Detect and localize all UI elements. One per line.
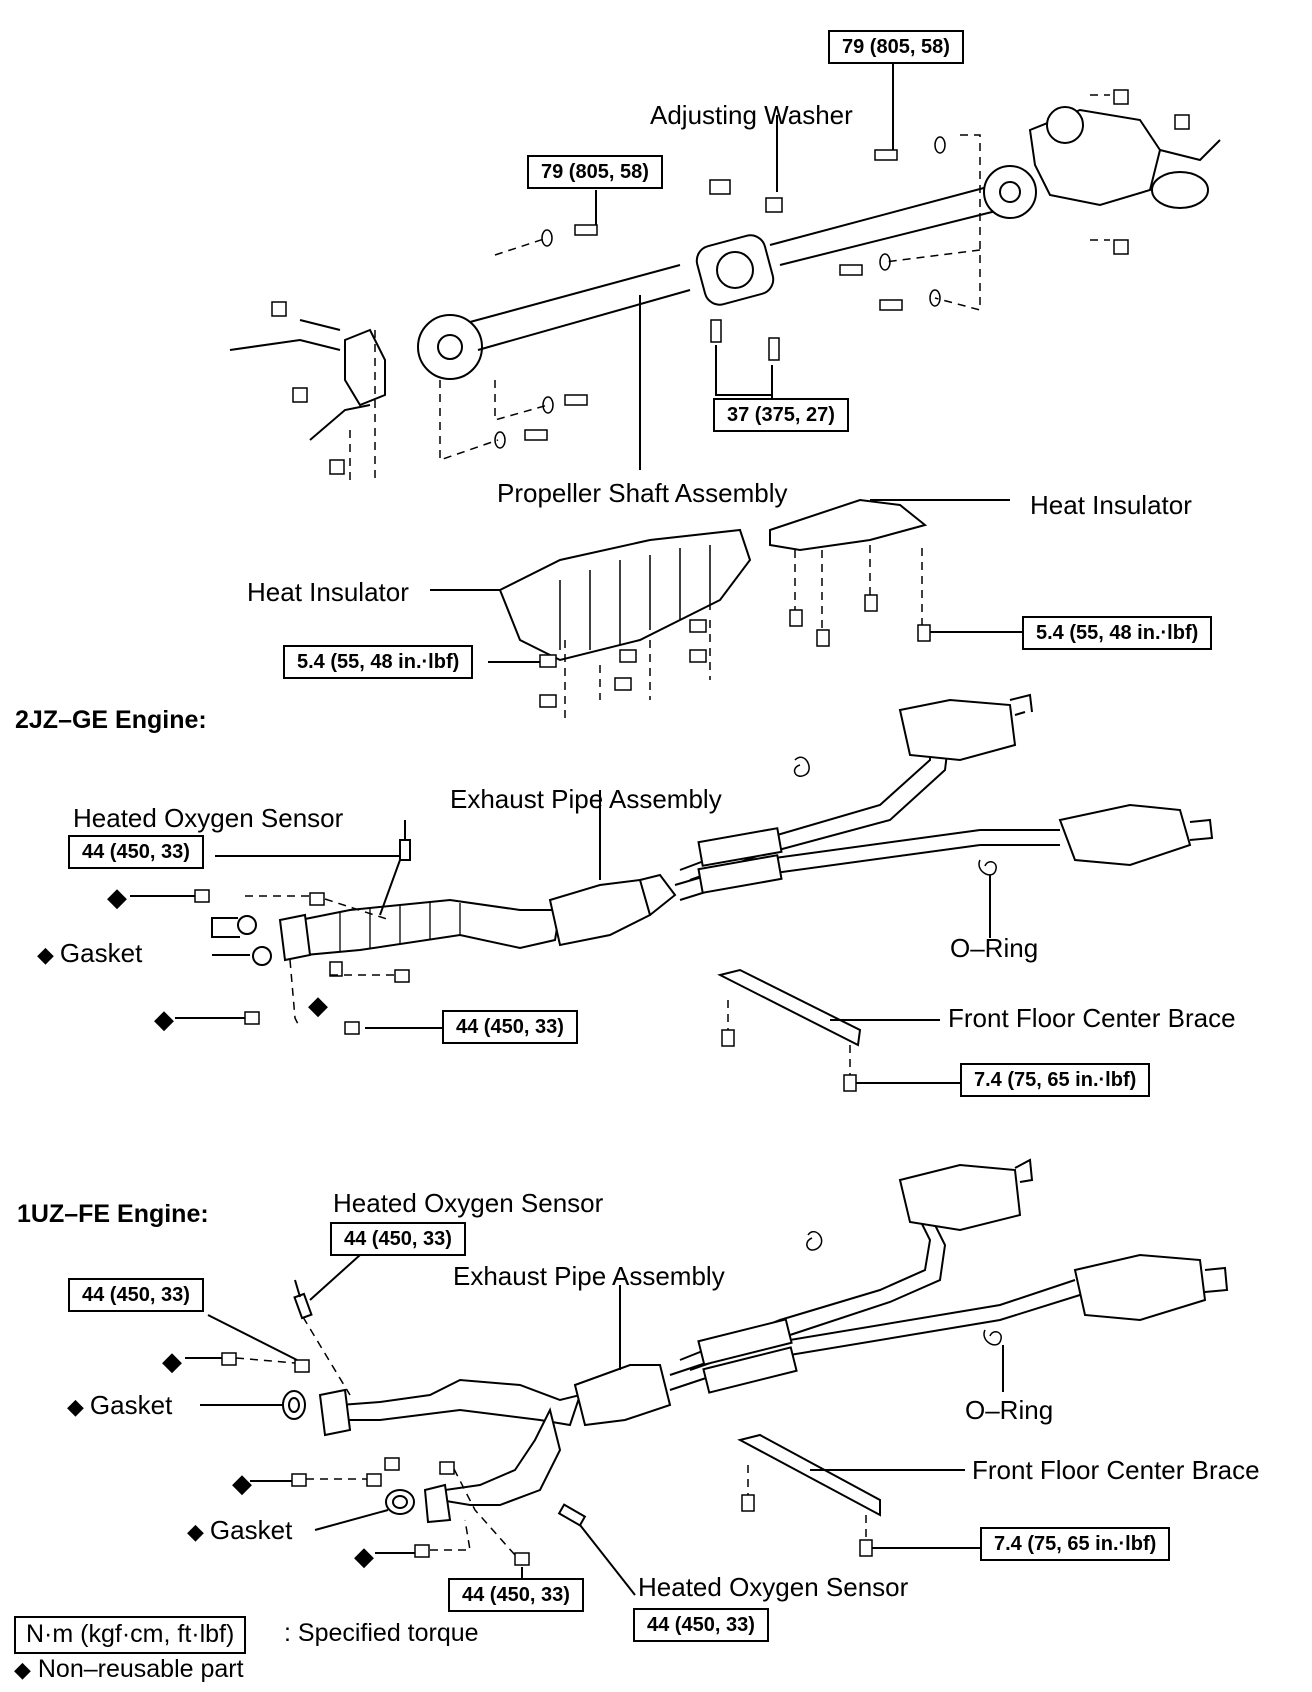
label-gasket-2jz: ◆Gasket	[37, 938, 143, 968]
nonreusable-diamond-icon: ◆	[37, 942, 54, 967]
diamond-1uz-2: ◆	[232, 1468, 252, 1498]
torque-box-44-1uz-flange: 44 (450, 33)	[68, 1278, 204, 1312]
torque-box-37: 37 (375, 27)	[713, 398, 849, 432]
diamond-2jz-3: ◆	[308, 990, 328, 1020]
label-adjusting-washer: Adjusting Washer	[650, 100, 853, 130]
label-heat-insulator-right: Heat Insulator	[1030, 490, 1192, 520]
torque-box-79-top: 79 (805, 58)	[828, 30, 964, 64]
torque-box-5-4-left: 5.4 (55, 48 in.·lbf)	[283, 645, 474, 679]
label-gasket-1uz-1: ◆Gasket	[67, 1390, 173, 1420]
label-exhaust-pipe-1uz: Exhaust Pipe Assembly	[453, 1261, 725, 1291]
label-o-ring-2jz: O–Ring	[950, 933, 1039, 963]
diamond-2jz-2: ◆	[154, 1004, 174, 1034]
label-h02s-1uz-top: Heated Oxygen Sensor	[333, 1188, 604, 1218]
torque-box-44-1uz-pipe: 44 (450, 33)	[448, 1578, 584, 1612]
torque-box-44-2jz-pipe: 44 (450, 33)	[442, 1010, 578, 1044]
heat-insulator-illustration	[430, 498, 1022, 720]
torque-box-5-4-right: 5.4 (55, 48 in.·lbf)	[1022, 616, 1213, 650]
exhaust-1uz-illustration	[185, 1158, 1229, 1596]
diamond-1uz-3: ◆	[354, 1541, 374, 1571]
legend-nonreusable: ◆ Non–reusable part	[14, 1655, 244, 1683]
torque-box-44-2jz-sensor: 44 (450, 33)	[68, 835, 204, 869]
label-o-ring-1uz: O–Ring	[965, 1395, 1054, 1425]
legend-unit-box: N·m (kgf·cm, ft·lbf)	[14, 1616, 247, 1654]
exhaust-2jz-illustration	[130, 693, 1214, 1092]
label-h02s-1uz-bottom: Heated Oxygen Sensor	[638, 1572, 909, 1602]
torque-box-44-1uz-sensor-top: 44 (450, 33)	[330, 1222, 466, 1256]
legend-unit-desc: : Specified torque	[284, 1619, 479, 1647]
label-gasket-1uz-2: ◆Gasket	[187, 1515, 293, 1545]
section-1uz-fe: 1UZ–FE Engine:	[17, 1200, 209, 1228]
section-2jz-ge: 2JZ–GE Engine:	[15, 706, 207, 734]
label-front-floor-brace-2jz: Front Floor Center Brace	[948, 1003, 1236, 1033]
torque-box-7-4-2jz: 7.4 (75, 65 in.·lbf)	[960, 1063, 1151, 1097]
diamond-1uz-1: ◆	[162, 1346, 182, 1376]
label-h02s-2jz: Heated Oxygen Sensor	[73, 803, 344, 833]
label-heat-insulator-left: Heat Insulator	[247, 577, 409, 607]
label-front-floor-brace-1uz: Front Floor Center Brace	[972, 1455, 1260, 1485]
diamond-2jz-1: ◆	[107, 882, 127, 912]
diamond-icon: ◆	[14, 1657, 31, 1682]
torque-box-7-4-1uz: 7.4 (75, 65 in.·lbf)	[980, 1527, 1171, 1561]
label-exhaust-pipe-2jz: Exhaust Pipe Assembly	[450, 784, 722, 814]
label-propeller-shaft: Propeller Shaft Assembly	[497, 478, 788, 508]
propeller-shaft-illustration	[229, 60, 1221, 480]
torque-box-79-left: 79 (805, 58)	[527, 155, 663, 189]
torque-box-44-1uz-sensor-bottom: 44 (450, 33)	[633, 1608, 769, 1642]
